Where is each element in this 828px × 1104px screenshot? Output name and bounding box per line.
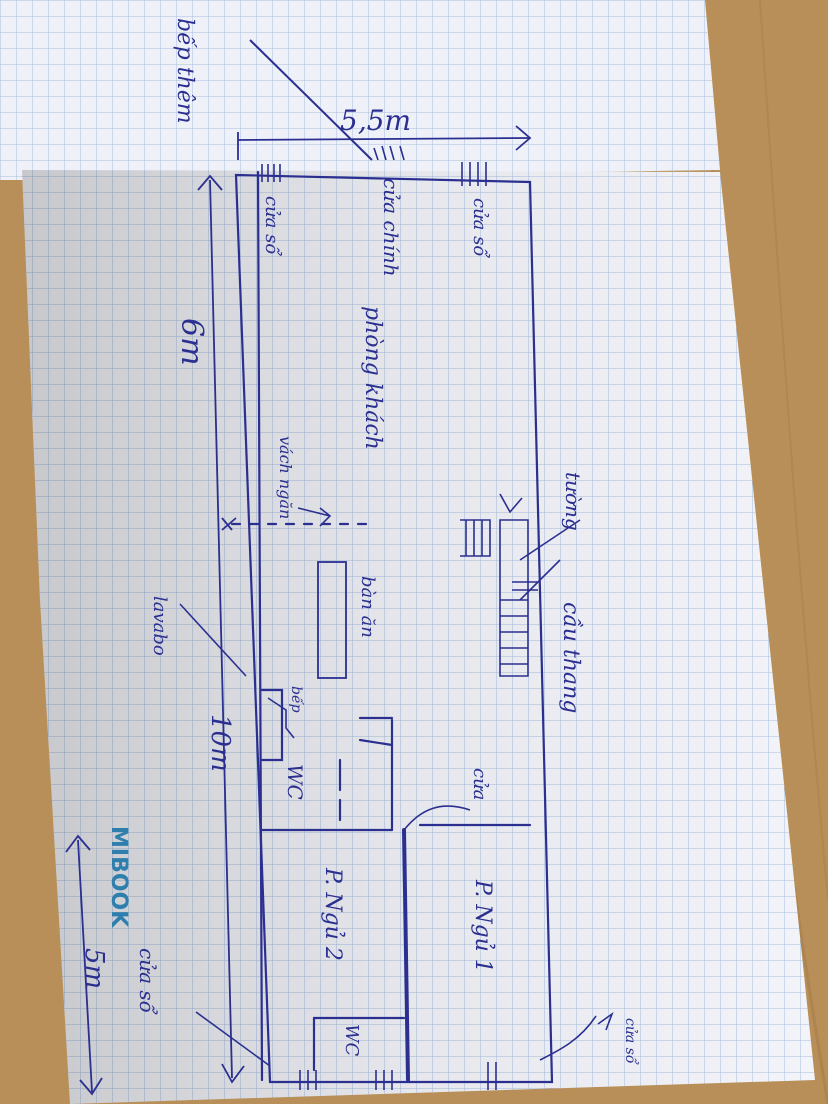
house-outline [230, 170, 554, 1084]
label-lavabo: lavabo [149, 596, 170, 656]
label-living-room: phòng khách [360, 306, 385, 450]
brand-mibook: MIBOOK [106, 826, 131, 928]
notebook-page [22, 170, 815, 1104]
pointer-lines [179, 493, 614, 1067]
extension-strike [249, 39, 373, 161]
label-bedroom-1: P. Ngủ 1 [470, 879, 496, 973]
label-door-bedroom: cửa [469, 768, 490, 800]
label-dimension-left: 6m [174, 318, 209, 366]
label-partition: vách ngăn [276, 436, 295, 519]
label-back-extension: bếp thêm [172, 18, 198, 124]
label-window-top-right: cửa sổ [469, 198, 491, 258]
label-bedroom-2: P. Ngủ 2 [320, 867, 346, 961]
window-marks [261, 145, 497, 1090]
label-main-door: cửa chính [379, 178, 403, 277]
label-window-right: cửa sổ [622, 1018, 640, 1065]
dimension-top [237, 125, 532, 160]
back-page [0, 0, 720, 180]
label-wall: tường [561, 472, 585, 531]
label-dimension-bottom: 5m [79, 948, 109, 989]
label-stairs: cầu thang [558, 602, 584, 713]
label-wc-2: WC [341, 1024, 362, 1057]
label-window-top-left: cửa sổ [261, 196, 283, 256]
stairs-sketch [460, 519, 538, 677]
dimension-left [197, 174, 245, 1084]
label-wc-1: WC [283, 764, 307, 800]
labels: bếp thêm 5,5m cửa chính cửa sổ cửa sổ ph… [79, 18, 640, 1065]
label-kitchen: bếp [288, 686, 305, 713]
label-dimension-top: 5,5m [340, 104, 411, 137]
label-dining-table: bàn ăn [357, 576, 378, 638]
dining-table-sketch [317, 561, 347, 679]
label-dimension-side: 10m [205, 714, 235, 772]
label-window-bottom: cửa sổ [135, 948, 159, 1015]
dimension-bottom [65, 834, 103, 1096]
